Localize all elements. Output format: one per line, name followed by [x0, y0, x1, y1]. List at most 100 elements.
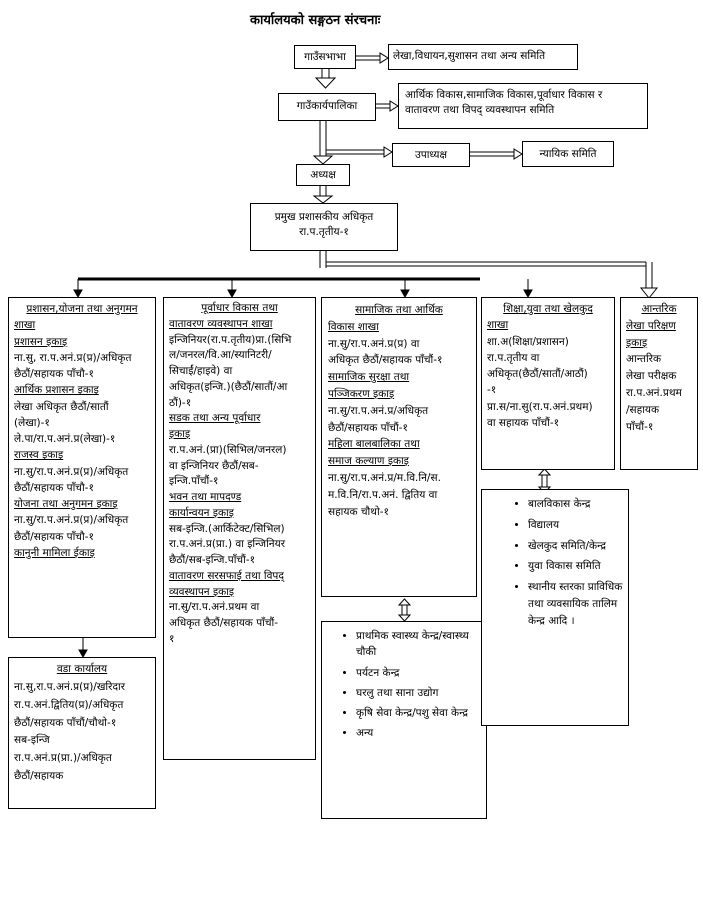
infra-line-16: रा.प.अनं.प्र(प्रा.) वा इन्जिनियर	[169, 538, 285, 551]
admin-line-14: ना.सु/रा.प.अनं.प्र(प्र)/अधिकृत	[14, 514, 129, 527]
node-karyapalika-committees: आर्थिक विकास,सामाजिक विकास,पूर्वाधार विक…	[398, 83, 648, 129]
admin-line-16: कानुनी मामिला ईकाइ	[14, 546, 95, 559]
ward-line-5: सब-इन्जि	[14, 734, 50, 747]
branch-infrastructure: पूर्वाधार विकास तथा वातावरण व्यवस्थापन श…	[163, 297, 316, 760]
social-units-list: प्राथमिक स्वास्थ्य केन्द्र/स्वास्थ्य चौक…	[321, 621, 487, 819]
audit-line-4: आन्तरिक	[626, 353, 662, 366]
node-gaunsabha-label: गाउँसभाभा	[304, 51, 346, 63]
audit-line-2: लेखा परिक्षण	[626, 319, 676, 332]
infra-line-11: वा इन्जिनियर छैठौं/सब-	[169, 459, 259, 472]
infra-line-3: इन्जिनियर(रा.प.तृतीय)प्रा.(सिभि	[169, 333, 292, 346]
social-line-8: छैठौं/सहायक पाँचौं-१	[328, 421, 408, 434]
infra-line-20: ना.सु/रा.प.अनं.प्रथम वा	[169, 601, 260, 614]
node-gaunsabha-committees: लेखा,विधायन,सुशासन तथा अन्य समिति	[388, 44, 578, 70]
infra-line-22: १	[169, 632, 175, 645]
ward-line-2: ना.सु,रा.प.अनं.प्र(प्र)/खरिदार	[14, 680, 126, 693]
branch-social-economic: सामाजिक तथा आर्थिक विकास शाखा ना.सु/रा.प…	[321, 297, 477, 597]
branch-education-youth-sports: शिक्षा,युवा तथा खेलकुद शाखा शा.अ(शिक्षा/…	[481, 297, 615, 470]
infra-line-5: सिचाईं/हाइवे) वा	[169, 365, 233, 377]
social-line-5: सामाजिक सुरक्षा तथा	[328, 371, 410, 384]
infra-line-17: छैठौं/सब-इन्जि.पाँचौं-१	[169, 554, 256, 566]
node-nyayik-samiti-label: न्यायिक समिति	[539, 148, 597, 160]
education-line-7: प्रा.स/ना.सु(रा.प.अनं.प्रथम)	[487, 400, 593, 413]
education-line-2: शाखा	[487, 319, 509, 332]
education-unit-item: युवा विकास समिति	[528, 558, 624, 575]
education-line-8: वा सहायक पाँचौं-१	[487, 416, 560, 429]
education-unit-item: स्थानीय स्तरका प्राविधिक तथा व्यवसायिक त…	[528, 579, 624, 629]
education-line-1: शिक्षा,युवा तथा खेलकुद	[503, 303, 593, 315]
education-line-3: शा.अ(शिक्षा/प्रशासन)	[487, 335, 569, 348]
node-chief-administrative-officer: प्रमुख प्रशासकीय अधिकृत रा.प.तृतीय-१	[250, 203, 398, 251]
admin-line-2: शाखा	[14, 319, 36, 332]
education-line-4: रा.प.तृतीय वा	[487, 351, 540, 364]
audit-line-7: /सहायक	[626, 403, 660, 416]
infra-line-8: सडक तथा अन्य पूर्वाधार	[169, 412, 261, 425]
social-line-4: अधिकृत छैठौं/सहायक पाँचौं-१	[328, 354, 443, 367]
social-unit-item: कृषि सेवा केन्द्र/पशु सेवा केन्द्र	[356, 705, 482, 721]
ward-line-4: छैठौं/सहायक पाँचौं/चौथो-१	[14, 716, 117, 729]
education-line-6: -१	[487, 384, 497, 397]
infra-line-21: अधिकृत छैठौं/सहायक पाँचौं-	[169, 617, 279, 629]
karyapalika-committees-line-2: वातावरण तथा विपद् व्यवस्थापन समिति	[405, 104, 555, 117]
chart-title: कार्यालयको सङ्गठन संरचनाः	[250, 13, 381, 28]
node-karyapalika-label: गाउँकार्यपालिका	[296, 100, 358, 112]
audit-line-6: रा.प.अनं.प्रथम	[626, 386, 682, 399]
audit-line-1: आन्तरिक	[641, 303, 677, 315]
node-gaunsabha: गाउँसभाभा	[294, 45, 356, 69]
education-unit-item: विद्यालय	[528, 517, 624, 534]
infra-line-2: वातावरण व्यवस्थापन शाखा	[169, 317, 273, 330]
node-upadhyaksha: उपाध्यक्ष	[392, 143, 470, 167]
social-line-1: सामाजिक तथा आर्थिक	[355, 304, 443, 316]
ward-line-3: रा.प.अनं.द्वितिय(प्र)/अधिकृत	[14, 698, 124, 711]
ward-line-7: छैठौं/सहायक	[14, 770, 64, 783]
infra-line-13: भवन तथा मापदण्ड	[169, 491, 242, 503]
infra-line-14: कार्यान्वयन इकाइ	[169, 506, 234, 519]
admin-line-6: आर्थिक प्रशासन इकाइ	[14, 384, 99, 397]
social-line-6: पञ्जिकरण इकाइ	[328, 387, 395, 400]
social-line-2: विकास शाखा	[328, 320, 379, 333]
admin-line-15: छैठौं/सहायक पाँचौ-१	[14, 530, 94, 543]
infra-line-18: वातावरण सरसफाई तथा विपद्	[169, 569, 284, 582]
social-unit-item: अन्य	[356, 725, 482, 741]
node-gaunsabha-committees-label: लेखा,विधायन,सुशासन तथा अन्य समिति	[393, 50, 546, 62]
infra-line-9: इकाइ	[169, 428, 191, 440]
education-unit-item: बालविकास केन्द्र	[528, 496, 624, 513]
infra-line-15: सब-इन्जि.(आर्किटेक्ट/सिभिल)	[169, 522, 285, 535]
admin-line-8: (लेखा)-१	[14, 416, 50, 429]
infra-line-6: अधिकृत(इन्जि.)(छैठौं/सातौं/आ	[169, 380, 288, 393]
karyapalika-committees-line-1: आर्थिक विकास,सामाजिक विकास,पूर्वाधार विक…	[405, 89, 603, 101]
infra-line-1: पूर्वाधार विकास तथा	[201, 302, 278, 314]
audit-line-3: इकाइ	[626, 336, 648, 349]
admin-line-1: प्रशासन,योजना तथा अनुगमन	[26, 303, 138, 315]
social-line-11: ना.सु/रा.प.अनं.प्र/म.वि.नि/स.	[328, 471, 441, 484]
education-unit-item: खेलकुद समिति/केन्द्र	[528, 538, 624, 555]
social-unit-item: प्राथमिक स्वास्थ्य केन्द्र/स्वास्थ्य चौक…	[356, 628, 482, 661]
social-line-7: ना.सु/रा.प.अनं.प्र/अधिकृत	[328, 404, 429, 417]
infra-line-10: रा.प.अनं.(प्रा)(सिभिल/जनरल)	[169, 443, 287, 456]
admin-line-12: छैठौं/सहायक पाँचौ-१	[14, 481, 94, 494]
cao-line-1: प्रमुख प्रशासकीय अधिकृत	[274, 211, 374, 223]
cao-line-2: रा.प.तृतीय-१	[299, 226, 349, 239]
node-karyapalika: गाउँकार्यपालिका	[278, 93, 376, 121]
infra-line-7: ठौं)-१	[169, 396, 192, 409]
infra-line-4: ल/जनरल/वि.आ/स्यानिटरी/	[169, 349, 272, 362]
admin-line-5: छैठौं/सहायक पाँचौ-१	[14, 368, 94, 381]
branch-administration: प्रशासन,योजना तथा अनुगमन शाखा प्रशासन इक…	[8, 297, 156, 638]
social-unit-item: पर्यटन केन्द्र	[356, 665, 482, 681]
ward-line-6: रा.प.अनं.प्र(प्रा.)/अधिकृत	[14, 752, 112, 765]
admin-line-4: ना.सु, रा.प.अनं.प्र(प्र)/अधिकृत	[14, 351, 132, 364]
education-units-list: बालविकास केन्द्र विद्यालय खेलकुद समिति/क…	[481, 489, 629, 726]
admin-line-3: प्रशासन इकाइ	[14, 335, 68, 348]
social-line-12: म.वि.नि/रा.प.अनं. द्वितिय वा	[328, 488, 438, 501]
audit-line-5: लेखा परीक्षक	[626, 370, 677, 383]
node-adhyaksha: अध्यक्ष	[296, 164, 350, 186]
admin-line-10: राजस्व इकाइ	[14, 449, 64, 462]
infra-line-12: इन्जि.पाँचौं-१	[169, 475, 219, 488]
audit-line-8: पाँचौं-१	[626, 420, 654, 433]
branch-internal-audit: आन्तरिक लेखा परिक्षण इकाइ आन्तरिक लेखा प…	[620, 297, 698, 470]
infra-line-19: व्यवस्थापन इकाइ	[169, 585, 235, 598]
social-unit-item: घरलु तथा साना उद्योग	[356, 685, 482, 701]
social-line-3: ना.सु/रा.प.अनं.प्र(प्र) वा	[328, 337, 420, 350]
social-line-13: सहायक चौथो-१	[328, 505, 389, 518]
